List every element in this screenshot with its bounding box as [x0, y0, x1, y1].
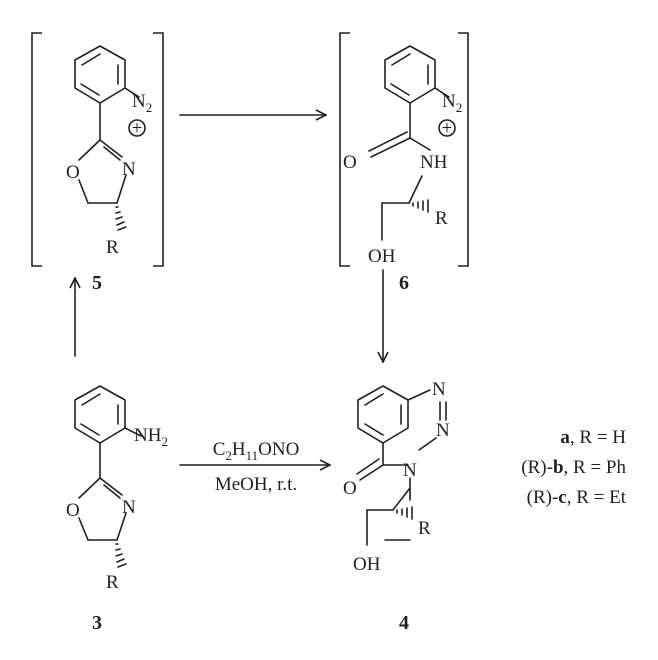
hashed-bond-6 [412, 199, 429, 213]
benzene-ring-4 [357, 385, 409, 444]
n2-label-6: N2 [442, 91, 462, 115]
right-bracket-6 [458, 32, 469, 267]
compound-number-3: 3 [92, 612, 102, 634]
n-label-5: N [122, 159, 136, 180]
r-label-5: R [106, 237, 119, 258]
n3-label-4: N [403, 460, 417, 481]
legend-item-a: a, R = H [560, 427, 626, 448]
oh-label-6: OH [368, 246, 396, 267]
n2-label-4: N [436, 420, 450, 441]
o-label-5: O [66, 162, 80, 183]
o-label-3: O [66, 500, 80, 521]
compound-6: N2 + O NH R OH 6 [339, 32, 469, 294]
n2-label-5: N2 [132, 91, 152, 115]
legend-item-b: (R)-b, R = Ph [521, 457, 626, 478]
left-bracket-6 [339, 32, 350, 267]
compound-number-4: 4 [399, 612, 409, 634]
n1-label-4: N [432, 379, 446, 400]
reagent-label: C2H11ONO [213, 439, 300, 463]
right-bracket-5 [153, 32, 164, 267]
conditions-label: MeOH, r.t. [215, 474, 297, 495]
r-label-6: R [435, 208, 448, 229]
charge-circle-5 [128, 119, 146, 137]
nh2-label-3: NH2 [134, 425, 168, 449]
left-bracket-5 [31, 32, 42, 267]
legend-item-c: (R)-c, R = Et [527, 487, 627, 508]
o-label-4: O [343, 478, 357, 499]
hashed-bond-5 [115, 206, 127, 231]
r-label-4: R [418, 518, 431, 539]
charge-5: + [132, 118, 143, 139]
r-label-3: R [106, 572, 119, 593]
oh-label-4: OH [353, 554, 381, 575]
n-label-3: N [122, 497, 136, 518]
charge-circle-6 [438, 119, 456, 137]
compound-3: NH2 O N R 3 [66, 385, 168, 634]
charge-6: + [442, 118, 453, 139]
compound-4: N N N O R OH 4 [343, 379, 450, 634]
o-label-6: O [343, 152, 357, 173]
substituent-legend: a, R = H (R)-b, R = Ph (R)-c, R = Et [521, 427, 626, 508]
compound-number-5: 5 [92, 272, 102, 294]
hashed-bond-4 [396, 506, 413, 520]
hashed-bond-3 [115, 543, 127, 568]
nh-label-6: NH [420, 152, 448, 173]
compound-number-6: 6 [399, 272, 409, 294]
compound-5: N2 + O N R 5 [31, 32, 164, 294]
